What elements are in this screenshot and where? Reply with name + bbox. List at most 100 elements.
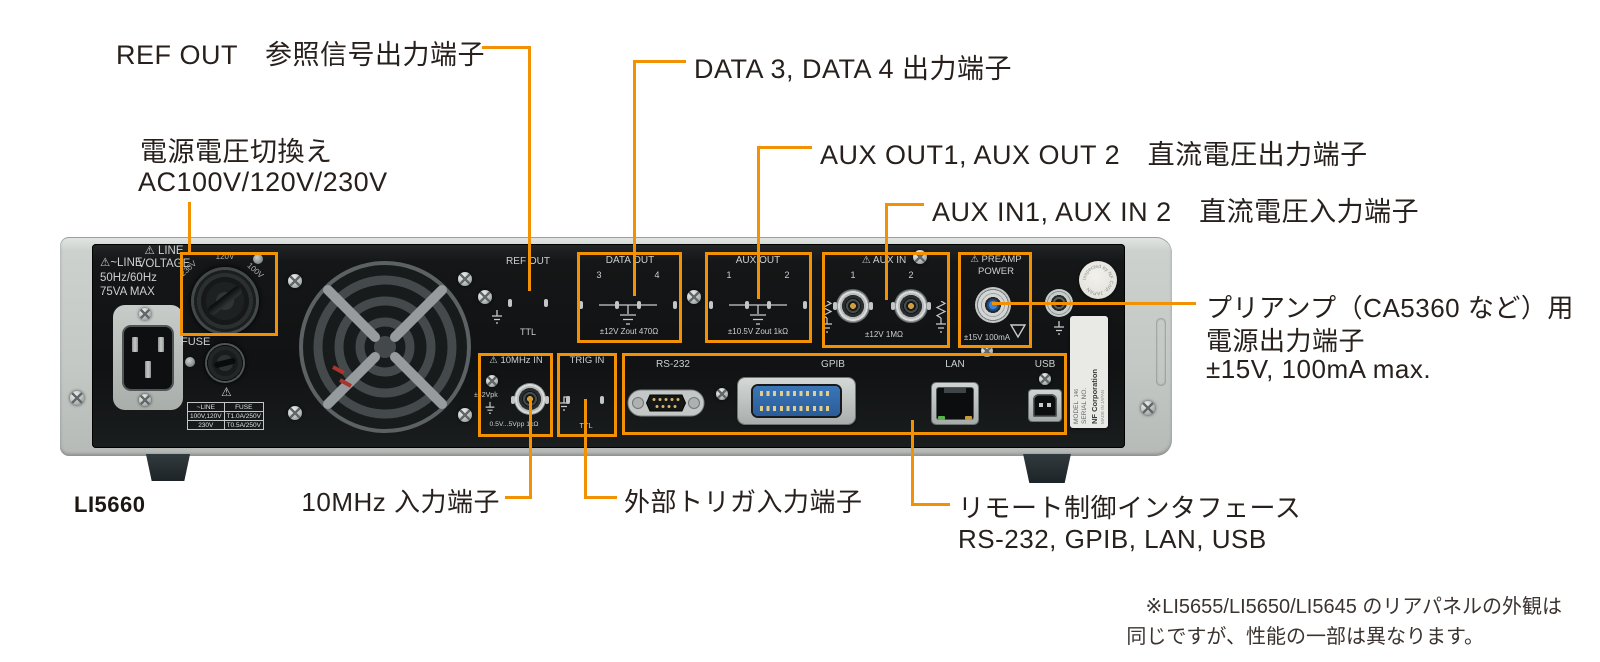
label-preamp3: ±15V, 100mA max. bbox=[1206, 354, 1432, 384]
label-remote: リモート制御インタフェース bbox=[958, 493, 1302, 523]
callout-line-aux-in bbox=[885, 203, 924, 206]
callout-line-ref bbox=[528, 46, 531, 291]
screw-icon bbox=[70, 391, 84, 405]
aux-out-ch2: 2 bbox=[784, 270, 790, 280]
label-10mhz: 10MHz 入力端子 bbox=[301, 487, 500, 517]
triangle-icon bbox=[1009, 324, 1027, 339]
sticker-text: Inspected by NF Corp. JAPAN bbox=[1082, 264, 1114, 296]
screw-icon bbox=[139, 394, 151, 406]
screw-icon bbox=[478, 290, 492, 304]
usb-port bbox=[1029, 390, 1061, 421]
footnote-line2: 同じですが、性能の一部は異なります。 bbox=[1126, 626, 1484, 648]
lan-label: LAN bbox=[945, 359, 965, 370]
aux-out-spec: ±10.5V Zout 1kΩ bbox=[727, 327, 789, 336]
highlight-box-10mhz bbox=[478, 353, 553, 437]
gpib-label: GPIB bbox=[821, 359, 845, 370]
callout-line-preamp bbox=[992, 302, 1196, 305]
ac-inlet bbox=[113, 305, 183, 410]
inspection-sticker: Inspected by NF Corp. JAPAN bbox=[1079, 261, 1117, 299]
callout-line-aux-out bbox=[757, 146, 760, 299]
tenmhz-spec2: 0.5V...5Vpp 1kΩ bbox=[489, 421, 539, 428]
model-name: LI5660 bbox=[74, 492, 146, 517]
data-out-spec: ±12V Zout 470Ω bbox=[599, 327, 659, 336]
warning-icon: ⚠ bbox=[970, 254, 979, 265]
aux-in-ch2: 2 bbox=[908, 270, 914, 280]
data-out-title: DATA OUT bbox=[605, 255, 655, 266]
aux-in-1-bnc bbox=[833, 289, 873, 323]
data-out-ch3: 3 bbox=[596, 270, 602, 280]
trig-in-bnc bbox=[566, 383, 604, 415]
cooling-fan bbox=[299, 261, 471, 433]
aux-in-title: ⚠ AUX IN bbox=[861, 255, 907, 266]
lan-port bbox=[932, 383, 978, 424]
callout-line-data bbox=[633, 60, 686, 63]
label-power-voltage2: AC100V/120V/230V bbox=[138, 167, 388, 197]
tenmhz-spec1: ±42Vpk bbox=[474, 392, 498, 399]
line-voltage-selector bbox=[191, 267, 259, 335]
ref-out-ttl: TTL bbox=[519, 327, 536, 337]
resistor-ground-icon bbox=[821, 301, 833, 333]
ac-inlet-cavity bbox=[124, 327, 172, 389]
screw-icon bbox=[687, 290, 701, 304]
aux-in-spec: ±12V 1MΩ bbox=[865, 330, 903, 339]
tenmhz-title: ⚠ 10MHz IN bbox=[489, 355, 543, 366]
label-preamp2: 電源出力端子 bbox=[1206, 326, 1366, 356]
preamp-power-connector bbox=[975, 287, 1011, 323]
data-out-ch4: 4 bbox=[654, 270, 660, 280]
gpib-connector bbox=[738, 378, 855, 424]
screw-icon bbox=[288, 274, 302, 288]
foot-right bbox=[1023, 454, 1071, 483]
label-remote2: RS-232, GPIB, LAN, USB bbox=[958, 524, 1267, 554]
warning-icon: ⚠ bbox=[489, 355, 498, 366]
ref-out-title: REF OUT bbox=[506, 256, 550, 267]
aux-out-2-bnc bbox=[767, 288, 807, 322]
label-aux-in: AUX IN1, AUX IN 2 直流電圧入力端子 bbox=[932, 197, 1420, 227]
ground-bracket-icon bbox=[729, 304, 787, 325]
callout-line-remote bbox=[914, 503, 950, 506]
callout-line-voltage bbox=[188, 202, 191, 253]
aux-in-ch1: 1 bbox=[850, 270, 856, 280]
aux-out-1-bnc bbox=[709, 288, 749, 322]
preamp-spec: ±15V 100mA bbox=[963, 333, 1011, 342]
ground-icon bbox=[492, 310, 502, 324]
resistor-ground-icon bbox=[935, 301, 947, 333]
rs232-connector bbox=[627, 389, 705, 417]
label-ref-out: REF OUT 参照信号出力端子 bbox=[116, 40, 486, 70]
line-rating-text: ⚠~LINE 50Hz/60Hz 75VA MAX bbox=[100, 257, 157, 298]
ground-icon bbox=[485, 401, 495, 414]
selector-120v-label: 120V bbox=[215, 252, 235, 261]
lan-led-amber bbox=[965, 416, 972, 420]
callout-line-data bbox=[633, 60, 636, 296]
label-preamp: プリアンプ（CA5360 など）用 bbox=[1206, 293, 1574, 323]
indicator-dot bbox=[253, 254, 263, 264]
fuse-holder bbox=[205, 343, 245, 383]
data-out-4-bnc bbox=[637, 288, 677, 322]
screw-icon bbox=[1141, 401, 1155, 415]
callout-line-trig bbox=[584, 399, 587, 499]
indicator-dot bbox=[185, 357, 195, 367]
line-voltage-text: ⚠ LINE VOLTAGE bbox=[137, 245, 191, 270]
side-slot bbox=[1156, 318, 1166, 386]
foot-left bbox=[145, 454, 191, 481]
highlight-box-preamp bbox=[958, 252, 1032, 348]
warning-icon: ⚠ bbox=[221, 385, 232, 399]
callout-line-10mhz bbox=[529, 399, 532, 499]
data-out-3-bnc bbox=[579, 288, 619, 322]
highlight-box-data-out bbox=[577, 252, 682, 343]
ref-out-bnc bbox=[508, 286, 548, 320]
screw-icon bbox=[716, 388, 728, 400]
preamp-title: ⚠ PREAMP bbox=[970, 254, 1022, 265]
screw-icon bbox=[458, 408, 472, 422]
label-aux-out: AUX OUT1, AUX OUT 2 直流電圧出力端子 bbox=[820, 140, 1368, 170]
ground-bracket-icon bbox=[599, 304, 657, 325]
model-serial-label: MODEL 146 SERIAL NO. NF Corporation MADE… bbox=[1070, 316, 1108, 428]
callout-line-aux-out bbox=[757, 146, 812, 149]
label-trig: 外部トリガ入力端子 bbox=[624, 487, 863, 517]
preamp-title2: POWER bbox=[978, 266, 1014, 277]
warning-icon: ⚠ bbox=[861, 255, 871, 266]
label-power-voltage: 電源電圧切換え bbox=[140, 137, 333, 167]
screw-icon bbox=[486, 375, 498, 387]
highlight-box-trig bbox=[557, 353, 617, 437]
